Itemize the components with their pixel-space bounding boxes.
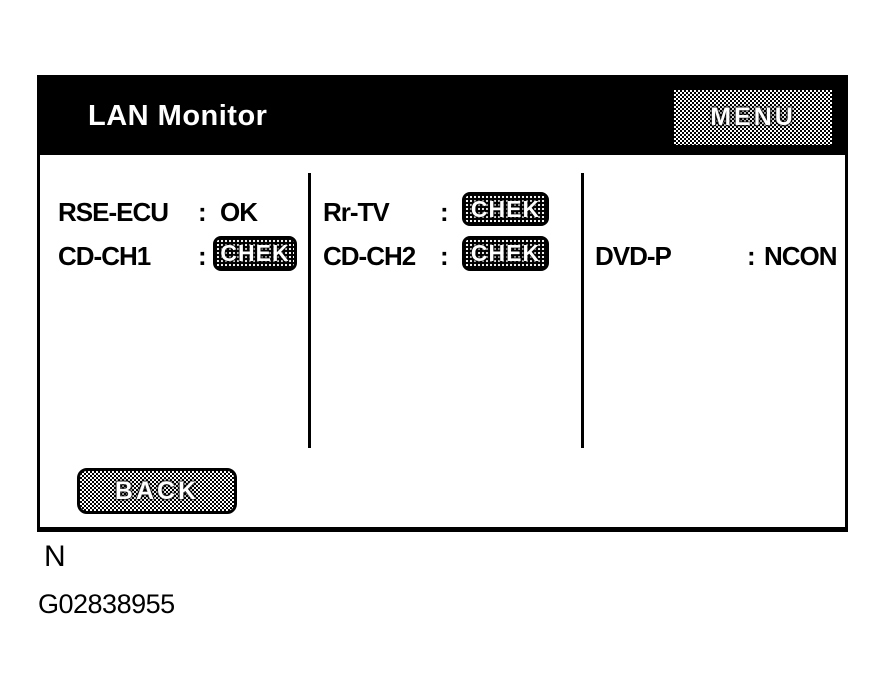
item-label: Rr-TV: [323, 197, 390, 227]
item-status-value: NCON: [764, 241, 838, 271]
item-separator: :: [198, 197, 207, 227]
monitor-item-rr-tv: Rr-TV : CHEK: [323, 192, 578, 232]
item-separator: :: [440, 241, 449, 271]
item-label: CD-CH1: [58, 241, 151, 271]
footnote-n: N: [44, 540, 66, 573]
monitor-item-rse-ecu: RSE-ECU : OK: [58, 192, 308, 232]
lan-monitor-screen: LAN Monitor MENU RSE-ECU : OK Rr-TV : CH…: [37, 75, 848, 532]
item-separator: :: [747, 241, 756, 271]
page-title: LAN Monitor: [88, 100, 268, 132]
item-label: CD-CH2: [323, 241, 416, 271]
title-bar: LAN Monitor MENU: [40, 78, 845, 155]
monitor-item-cd-ch2: CD-CH2 : CHEK: [323, 236, 578, 277]
chek-button-cd-ch1[interactable]: CHEK: [213, 236, 297, 271]
figure-id: G02838955: [38, 589, 175, 619]
monitor-item-dvd-p: DVD-P : NCON: [595, 236, 843, 277]
item-label: DVD-P: [595, 241, 672, 271]
column-divider-2: [581, 173, 584, 448]
item-label: RSE-ECU: [58, 197, 169, 227]
monitor-item-cd-ch1: CD-CH1 : CHEK: [58, 236, 308, 277]
column-divider-1: [308, 173, 311, 448]
back-button[interactable]: BACK: [77, 468, 237, 514]
chek-button-cd-ch2[interactable]: CHEK: [462, 236, 549, 271]
item-status-value: OK: [220, 197, 258, 227]
chek-button-rr-tv[interactable]: CHEK: [462, 192, 549, 226]
menu-button[interactable]: MENU: [674, 90, 832, 145]
item-separator: :: [440, 197, 449, 227]
item-separator: :: [198, 241, 207, 271]
